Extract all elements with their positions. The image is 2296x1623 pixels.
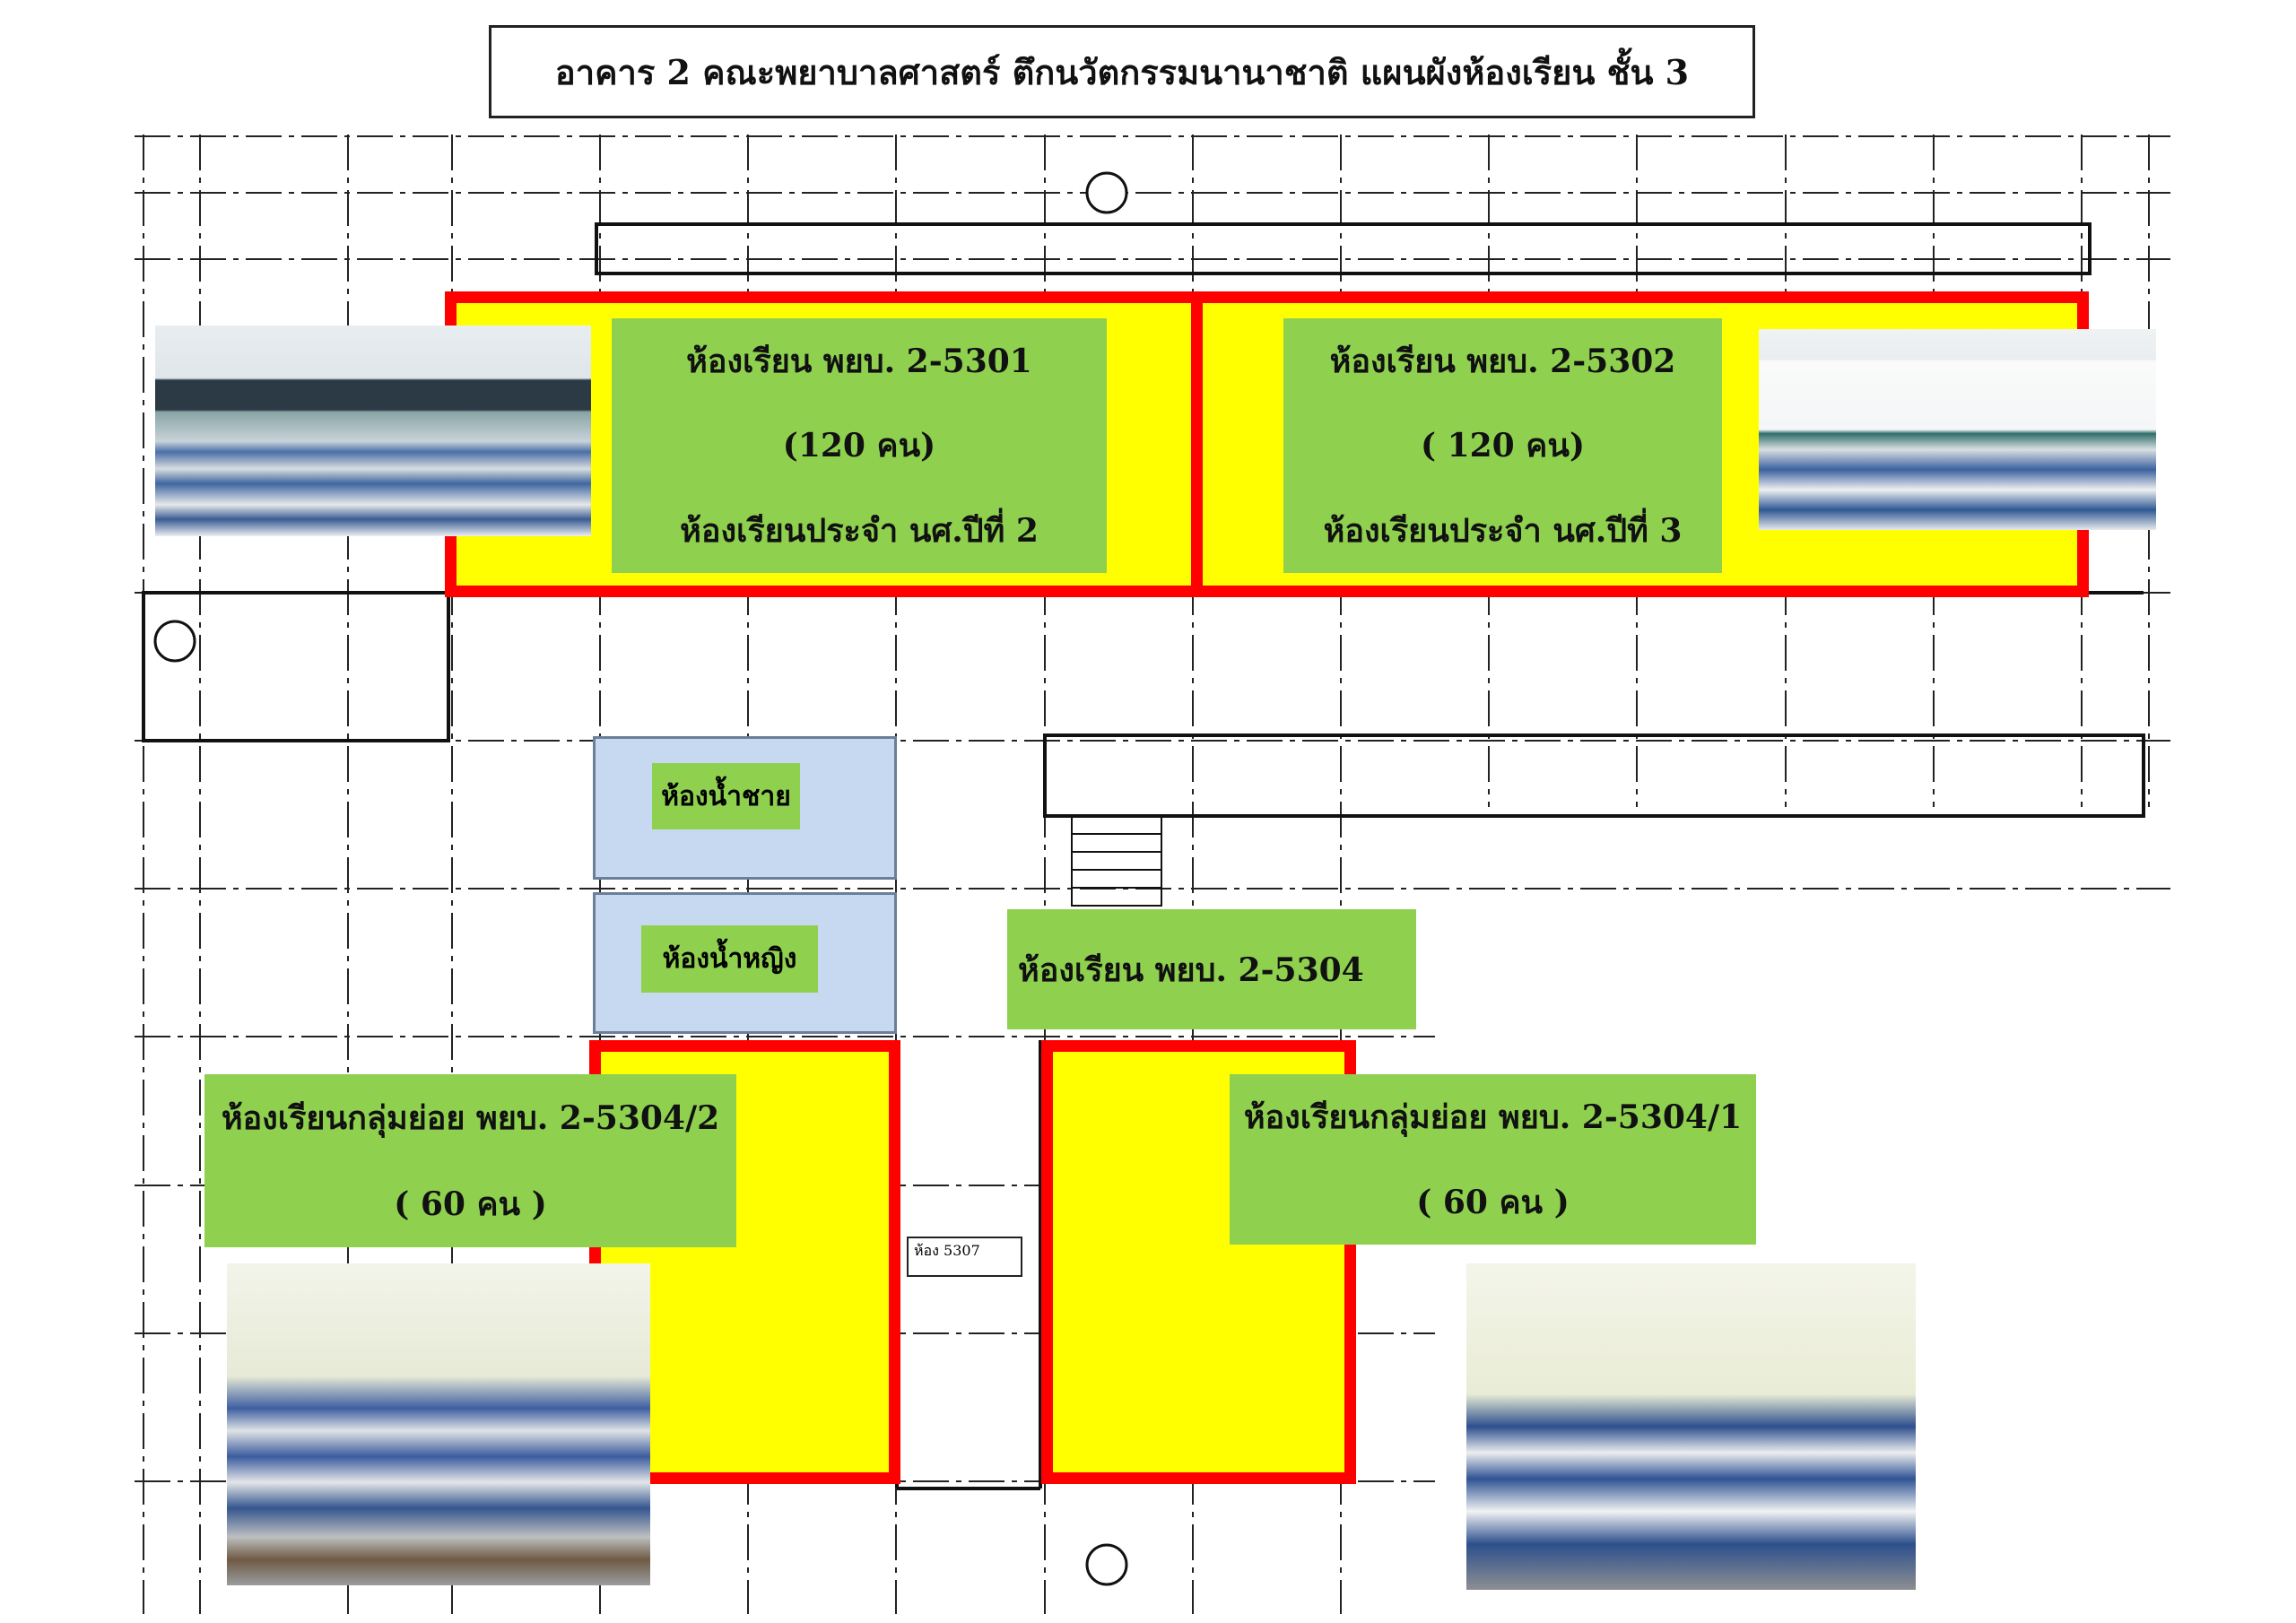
room-name: ห้องเรียน พยบ. 2-5304 bbox=[1018, 950, 1364, 989]
male-toilet-label: ห้องน้ำชาย bbox=[652, 763, 800, 829]
room-capacity: ( 60 คน ) bbox=[1416, 1184, 1570, 1221]
room-name: ห้องเรียนกลุ่มย่อย พยบ. 2-5304/1 bbox=[1243, 1098, 1743, 1136]
room-5307-tag: ห้อง 5307 bbox=[907, 1237, 1022, 1277]
classroom-5302-photo bbox=[1759, 329, 2156, 530]
classroom-5304-1-photo bbox=[1466, 1263, 1916, 1590]
section-marker-b bbox=[153, 171, 1128, 1586]
stair bbox=[1071, 815, 1162, 907]
room-capacity: ( 60 คน ) bbox=[394, 1185, 547, 1224]
room-name: ห้องเรียน พยบ. 2-5301 bbox=[686, 342, 1032, 380]
room-2-5301-label: ห้องเรียน พยบ. 2-5301 (120 คน) ห้องเรียน… bbox=[612, 318, 1107, 573]
room-name: ห้องเรียนกลุ่มย่อย พยบ. 2-5304/2 bbox=[221, 1098, 720, 1137]
room-2-5302-label: ห้องเรียน พยบ. 2-5302 ( 120 คน) ห้องเรีย… bbox=[1283, 318, 1722, 573]
room-name: ห้องเรียน พยบ. 2-5302 bbox=[1329, 342, 1676, 380]
classroom-5301-photo bbox=[155, 325, 591, 536]
female-toilet-label: ห้องน้ำหญิง bbox=[641, 925, 818, 993]
room-2-5304-1 bbox=[1041, 1040, 1356, 1484]
page-title: อาคาร 2 คณะพยาบาลศาสตร์ ตึกนวัตกรรมนานาช… bbox=[489, 25, 1755, 118]
room-2-5304-1-label: ห้องเรียนกลุ่มย่อย พยบ. 2-5304/1 ( 60 คน… bbox=[1230, 1074, 1756, 1245]
room-capacity: (120 คน) bbox=[782, 427, 936, 465]
room-2-5304-label: ห้องเรียน พยบ. 2-5304 bbox=[1007, 909, 1416, 1029]
classroom-5304-2-photo bbox=[227, 1263, 650, 1585]
room-2-5304-2-label: ห้องเรียนกลุ่มย่อย พยบ. 2-5304/2 ( 60 คน… bbox=[204, 1074, 736, 1247]
room-note: ห้องเรียนประจำ นศ.ปีที่ 2 bbox=[680, 512, 1039, 551]
room-capacity: ( 120 คน) bbox=[1421, 427, 1585, 465]
room-note: ห้องเรียนประจำ นศ.ปีที่ 3 bbox=[1323, 512, 1683, 551]
